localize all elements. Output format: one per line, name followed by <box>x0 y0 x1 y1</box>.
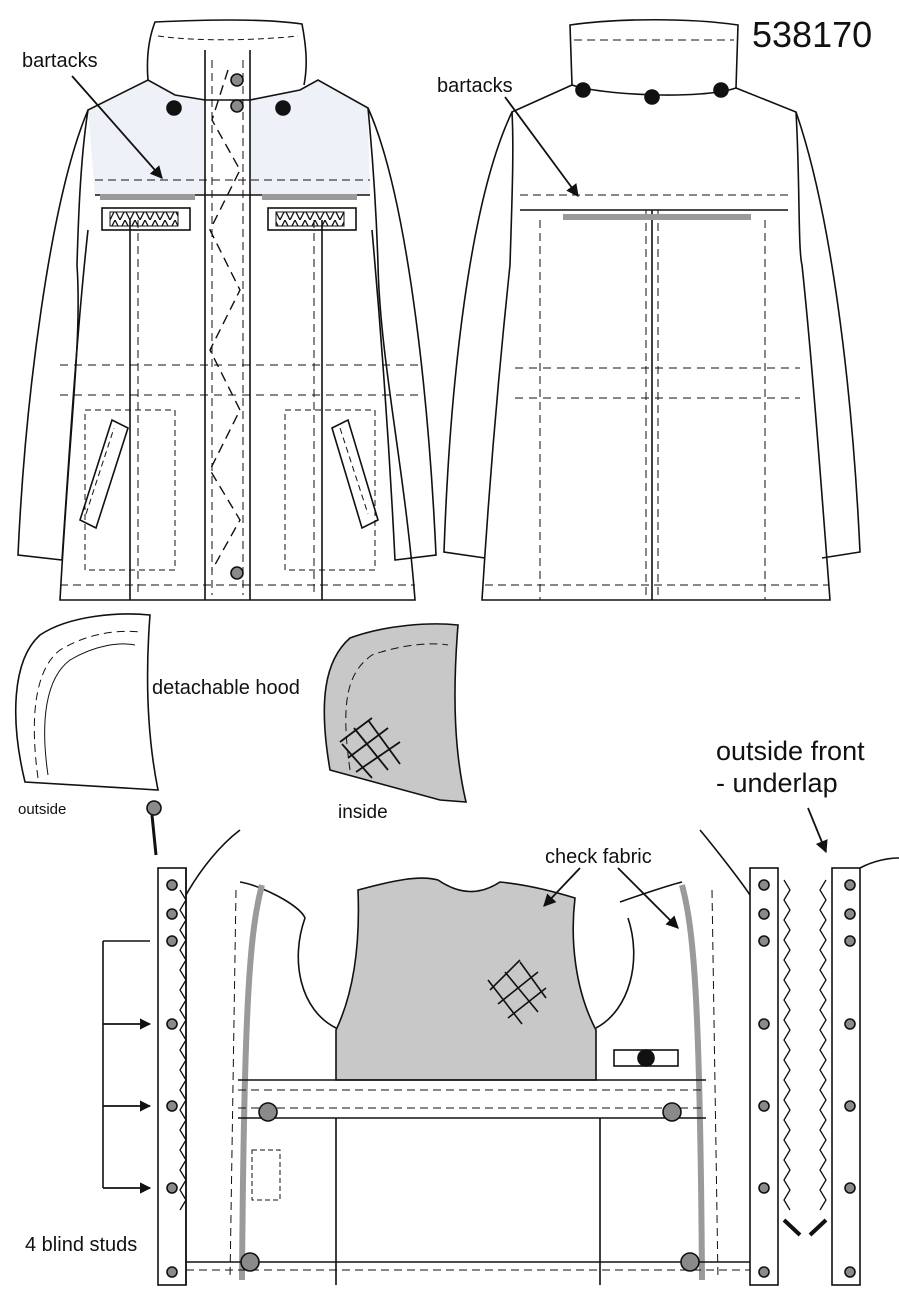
bartacks-back-label: bartacks <box>437 75 513 97</box>
back-collar-button-1 <box>575 82 591 98</box>
style-number: 538170 <box>752 14 873 55</box>
front-placket <box>204 50 251 600</box>
bartack-arrow-front <box>71 75 163 179</box>
drawcord-stopper-left <box>258 1102 278 1122</box>
back-panels <box>539 220 766 600</box>
placket-snap-2 <box>230 99 244 113</box>
hood-toggle <box>146 800 162 816</box>
right-facing-tape <box>679 884 705 1281</box>
underlap-label-line1: outside front <box>716 736 865 766</box>
back-collar-button-3 <box>713 82 729 98</box>
hood-outside-shape <box>14 613 159 791</box>
blind-stud-1 <box>166 1018 178 1030</box>
outside-label: outside <box>18 801 67 818</box>
hem-stopper-left <box>240 1252 260 1272</box>
right-plackets <box>749 807 899 1286</box>
inside-panel-seams <box>335 1118 601 1285</box>
blind-stud-3 <box>166 1182 178 1194</box>
collar-button-right <box>275 100 291 116</box>
hood-cord <box>150 814 158 856</box>
front-left-sleeve <box>17 109 89 561</box>
front-body-outline <box>59 79 416 601</box>
check-fabric-arrow-1 <box>543 867 581 907</box>
blind-studs-label: 4 blind studs <box>25 1234 138 1256</box>
right-hip-pocket-stitch <box>284 409 376 571</box>
back-collar-button-2 <box>644 89 660 105</box>
panel-stitch <box>137 220 315 595</box>
blind-stud-2 <box>166 1100 178 1112</box>
yoke-check-pattern <box>487 959 547 1025</box>
jacket-front <box>17 19 437 601</box>
drawcord-stopper-right <box>662 1102 682 1122</box>
left-hip-pocket-stitch <box>84 409 176 571</box>
outside-front-underlap-label: outside front - underlap <box>716 735 865 799</box>
back-waist-stitch <box>515 367 800 399</box>
placket-stitch <box>211 60 244 595</box>
right-bartack-tape <box>262 194 357 200</box>
underlap-label-line2: - underlap <box>716 768 838 798</box>
inside-pocket-left <box>251 1149 281 1201</box>
back-bartack-tape <box>563 214 751 220</box>
studs-bracket <box>102 940 150 1188</box>
back-collar <box>569 18 739 89</box>
left-placket-with-studs <box>102 867 187 1286</box>
inside-label: inside <box>338 802 388 823</box>
label-button <box>637 1049 655 1067</box>
back-check-yoke <box>335 877 597 1081</box>
bartack-arrow-back <box>504 96 579 198</box>
right-chest-pocket <box>267 207 357 231</box>
collar-stitch <box>157 35 299 41</box>
right-neck-curve <box>699 829 751 896</box>
underlap-arrow <box>807 807 828 854</box>
check-fabric-label: check fabric <box>545 846 652 868</box>
check-fabric-arrow-2 <box>617 867 679 929</box>
placket-snap-3 <box>230 566 244 580</box>
left-facing-tape <box>239 884 265 1281</box>
waist-channel <box>238 1079 706 1119</box>
left-bartack-tape <box>100 194 195 200</box>
front-right-sleeve <box>367 107 437 561</box>
hood-inside-shape <box>323 623 468 803</box>
front-yoke-fill-right <box>250 80 370 195</box>
inside-view <box>185 829 751 1285</box>
left-armhole <box>239 881 337 1029</box>
placket-snap-1 <box>230 73 244 87</box>
hood-outside <box>14 613 162 856</box>
right-armhole <box>595 881 683 1029</box>
left-zip-pocket <box>79 418 129 530</box>
hood-check-pattern <box>339 717 401 779</box>
bartacks-front-label: bartacks <box>22 50 98 72</box>
jacket-back <box>443 18 861 601</box>
back-body-outline <box>481 84 831 601</box>
hood-inside <box>323 623 468 803</box>
hem-stopper-right <box>680 1252 700 1272</box>
right-zip-pocket <box>331 418 379 530</box>
back-left-sleeve <box>443 111 513 559</box>
detachable-hood-label: detachable hood <box>152 677 300 699</box>
back-right-sleeve <box>795 111 861 559</box>
front-collar <box>146 19 307 86</box>
collar-button-left <box>166 100 182 116</box>
left-neck-curve <box>185 829 241 896</box>
placket-zigzag-stitch <box>209 69 241 571</box>
waist-stitch <box>60 364 420 396</box>
left-chest-pocket <box>101 207 191 231</box>
